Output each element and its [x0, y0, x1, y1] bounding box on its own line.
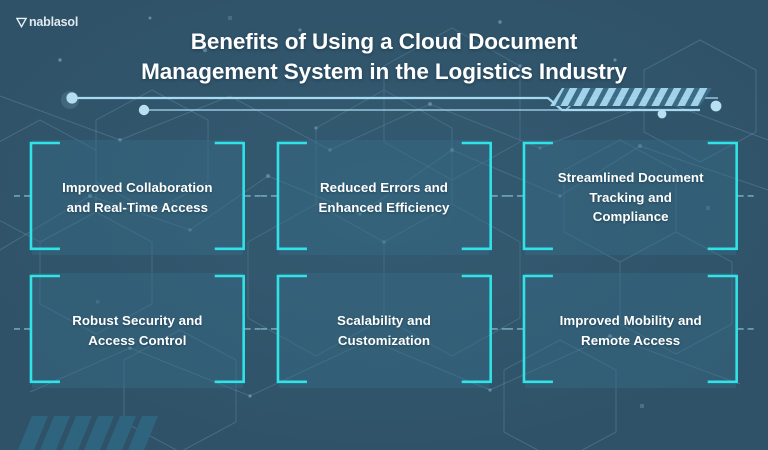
page-title-line-1: Benefits of Using a Cloud Document: [190, 29, 578, 54]
brand-logo[interactable]: nablasol: [16, 16, 78, 29]
benefit-card-improved-mobility[interactable]: Improved Mobility and Remote Access: [507, 273, 754, 388]
card-label: Robust Security and Access Control: [72, 312, 203, 348]
benefit-card-scalability[interactable]: Scalability and Customization: [260, 273, 508, 388]
page-title-line-2: Management System in the Logistics Indus…: [141, 58, 627, 84]
card-label: Scalability and Customization: [337, 312, 431, 348]
connector-rail: [61, 88, 722, 119]
nabla-triangle-icon: [16, 17, 27, 28]
benefit-card-robust-security[interactable]: Robust Security and Access Control: [14, 273, 261, 388]
benefit-card-improved-collaboration[interactable]: Improved Collaboration and Real-Time Acc…: [14, 140, 261, 255]
card-panel: [525, 273, 736, 388]
corner-hatch-stripes: [18, 416, 158, 450]
benefits-grid: Improved Collaboration and Real-Time Acc…: [0, 140, 768, 388]
card-label: Improved Collaboration and Real-Time Acc…: [62, 179, 213, 215]
benefit-card-streamlined-tracking[interactable]: Streamlined Document Tracking and Compli…: [507, 140, 754, 255]
card-label: Improved Mobility and Remote Access: [559, 312, 702, 348]
card-label: Streamlined Document Tracking and Compli…: [557, 170, 704, 225]
card-panel: [32, 273, 243, 388]
brand-wordmark: nablasol: [29, 15, 79, 29]
benefit-card-reduced-errors[interactable]: Reduced Errors and Enhanced Efficiency: [260, 140, 508, 255]
card-label: Reduced Errors and Enhanced Efficiency: [318, 179, 450, 215]
card-panel: [278, 140, 490, 255]
card-panel: [32, 140, 243, 255]
card-panel: [278, 273, 490, 388]
page-title: Benefits of Using a Cloud Document Manag…: [0, 27, 768, 87]
card-panel: [525, 140, 736, 255]
